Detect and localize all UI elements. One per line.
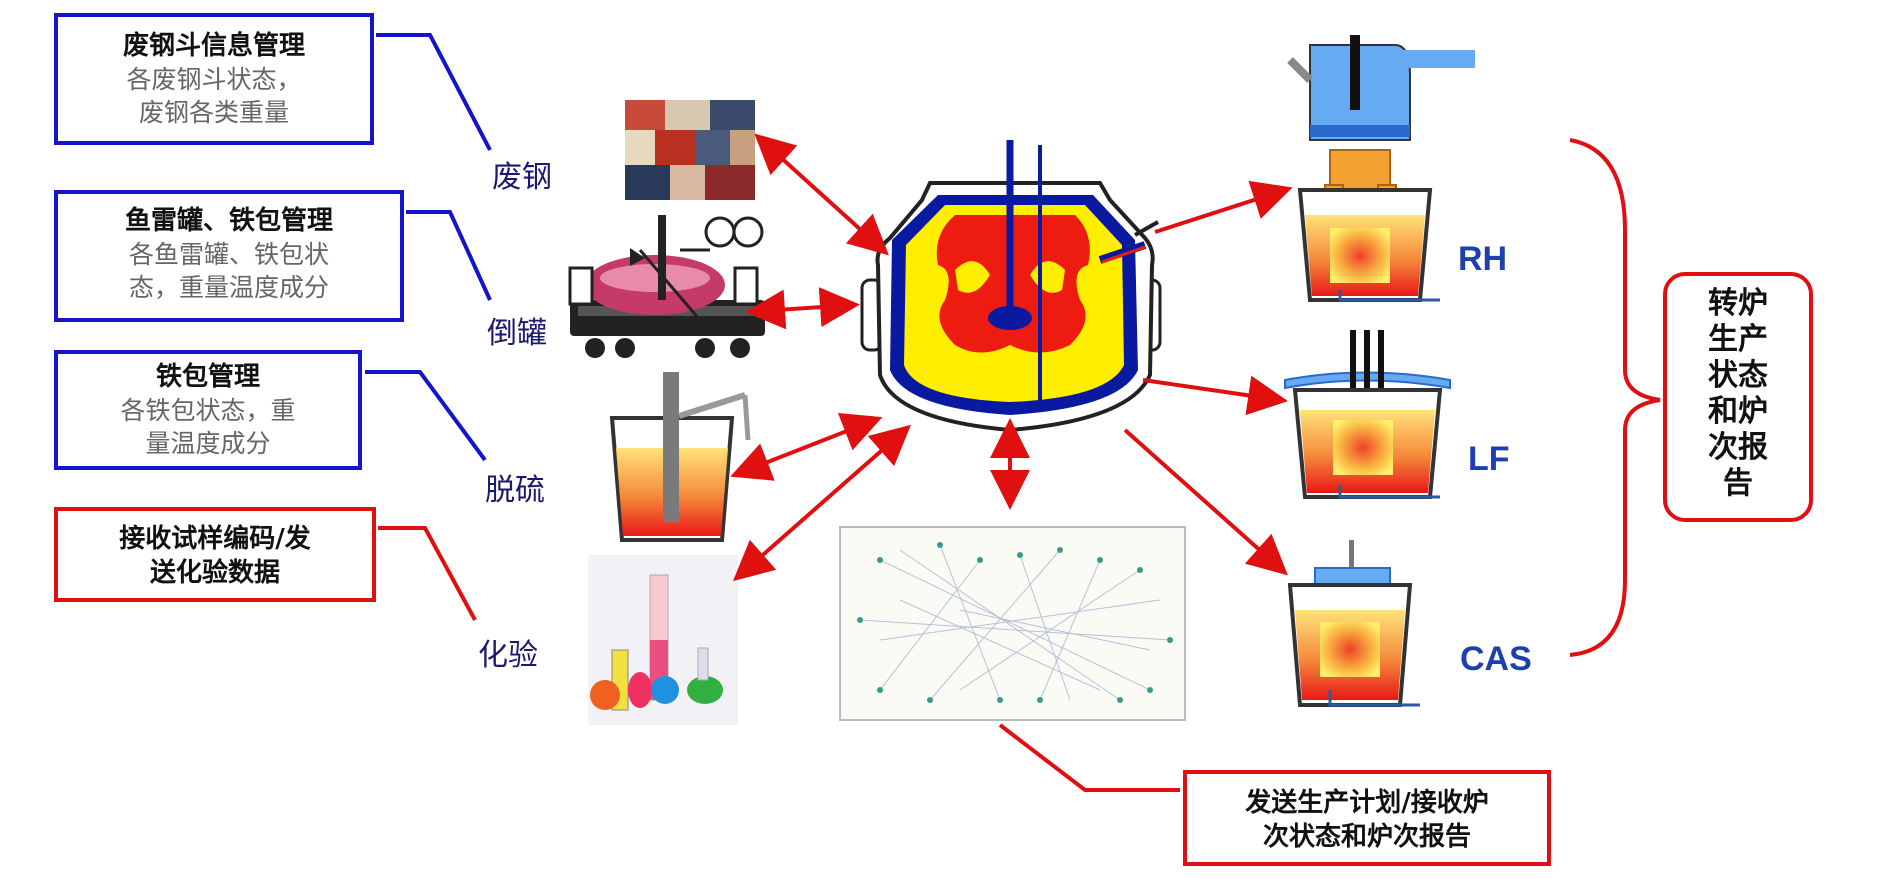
unit-lf: LF	[1468, 440, 1510, 478]
blue-connectors	[365, 33, 492, 462]
converter-furnace-image	[860, 140, 1162, 433]
torpedo-car-image	[568, 215, 765, 358]
scrap-bucket-box: 废钢斗信息管理 各废钢斗状态， 废钢各类重量	[54, 13, 374, 145]
right-brace	[1569, 138, 1661, 657]
desulf-ladle-image	[609, 372, 751, 542]
torpedo-ladle-sub: 各鱼雷罐、铁包状 态，重量温度成分	[128, 240, 329, 302]
production-plan-box: 发送生产计划/接收炉 次状态和炉次报告	[1183, 770, 1551, 866]
label-pour: 倒罐	[487, 316, 547, 351]
lab-glassware-image	[588, 555, 738, 725]
production-status-box: 转炉 生产 状态 和炉 次报 告	[1663, 272, 1813, 522]
sample-box: 接收试样编码/发 送化验数据	[54, 507, 376, 602]
unit-rh: RH	[1458, 240, 1508, 278]
label-lab: 化验	[478, 638, 538, 673]
torpedo-ladle-box: 鱼雷罐、铁包管理 各鱼雷罐、铁包状 态，重量温度成分	[54, 190, 404, 322]
ladle-box: 铁包管理 各铁包状态，重 量温度成分	[54, 350, 362, 470]
scrap-image	[625, 100, 755, 200]
cas-vessel-image	[1287, 540, 1420, 707]
network-diagram-image	[839, 526, 1186, 721]
lf-vessel-image	[1284, 330, 1451, 499]
ladle-sub: 各铁包状态，重 量温度成分	[120, 396, 296, 458]
label-desulf: 脱硫	[485, 473, 545, 508]
unit-cas: CAS	[1460, 640, 1532, 678]
scrap-bucket-title: 废钢斗信息管理	[122, 31, 305, 61]
torpedo-ladle-title: 鱼雷罐、铁包管理	[124, 206, 333, 236]
flow-arrows	[730, 133, 1293, 582]
scrap-bucket-sub: 各废钢斗状态， 废钢各类重量	[126, 65, 302, 127]
rh-vessel-image	[1287, 35, 1475, 302]
red-connectors	[378, 526, 1180, 792]
ladle-title: 铁包管理	[155, 362, 260, 392]
label-scrap: 废钢	[492, 160, 552, 195]
